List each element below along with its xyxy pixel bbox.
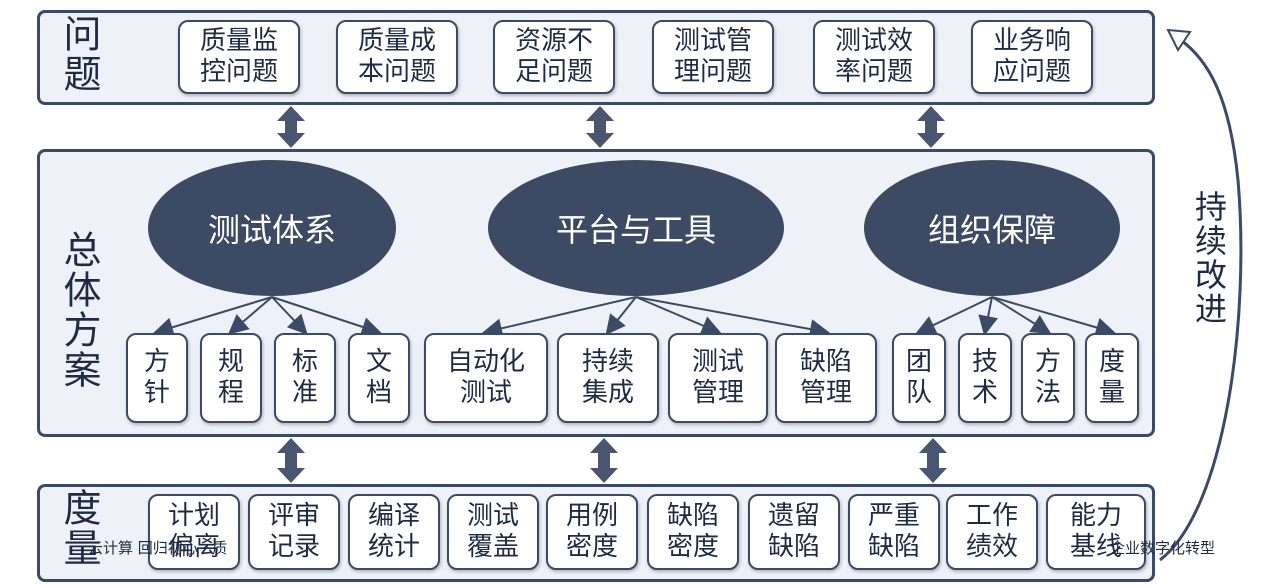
metric-box: 缺陷 密度: [647, 494, 739, 570]
org-item-box: 团 队: [892, 333, 946, 423]
org-item-box: 度 量: [1085, 333, 1139, 423]
org-item-box: 方 法: [1021, 333, 1075, 423]
solution-label: 总体方案: [57, 230, 101, 390]
watermark-right: 企业数字化转型: [1110, 539, 1216, 557]
metric-box: 计划 偏离: [148, 494, 240, 570]
system-item-box: 文 档: [348, 333, 410, 423]
metric-box: 测试 覆盖: [447, 494, 539, 570]
system-item-box: 方 针: [126, 333, 188, 423]
continuous-improvement-label: 持续改进: [1190, 190, 1228, 326]
metric-box: 用例 密度: [546, 494, 638, 570]
pillar-test-system: 测试体系: [148, 160, 396, 296]
platform-item-box: 持续 集成: [557, 333, 659, 423]
problem-box: 测试效 率问题: [813, 20, 935, 94]
system-item-box: 标 准: [274, 333, 336, 423]
problem-box: 业务响 应问题: [971, 20, 1093, 94]
metrics-label: 度量: [57, 488, 101, 568]
metric-box: 严重 缺陷: [848, 494, 940, 570]
problem-box: 资源不 足问题: [493, 20, 615, 94]
system-item-box: 规 程: [200, 333, 262, 423]
metric-box: 编译 统计: [348, 494, 440, 570]
watermark-left: 云计算 回归初心 · 质: [88, 539, 228, 557]
metric-box: 能力 基线: [1046, 494, 1146, 570]
metric-box: 遗留 缺陷: [748, 494, 840, 570]
pillar-platform-tools: 平台与工具: [488, 160, 784, 296]
platform-item-box: 缺陷 管理: [775, 333, 877, 423]
platform-item-box: 自动化 测试: [424, 333, 548, 423]
problem-box: 质量监 控问题: [178, 20, 300, 94]
platform-item-box: 测试 管理: [668, 333, 768, 423]
metric-box: 工作 绩效: [946, 494, 1038, 570]
metric-box: 评审 记录: [248, 494, 340, 570]
problem-box: 测试管 理问题: [652, 20, 774, 94]
org-item-box: 技 术: [958, 333, 1012, 423]
problem-box: 质量成 本问题: [336, 20, 458, 94]
pillar-org-support: 组织保障: [864, 160, 1120, 296]
problems-label: 问题: [57, 14, 101, 94]
